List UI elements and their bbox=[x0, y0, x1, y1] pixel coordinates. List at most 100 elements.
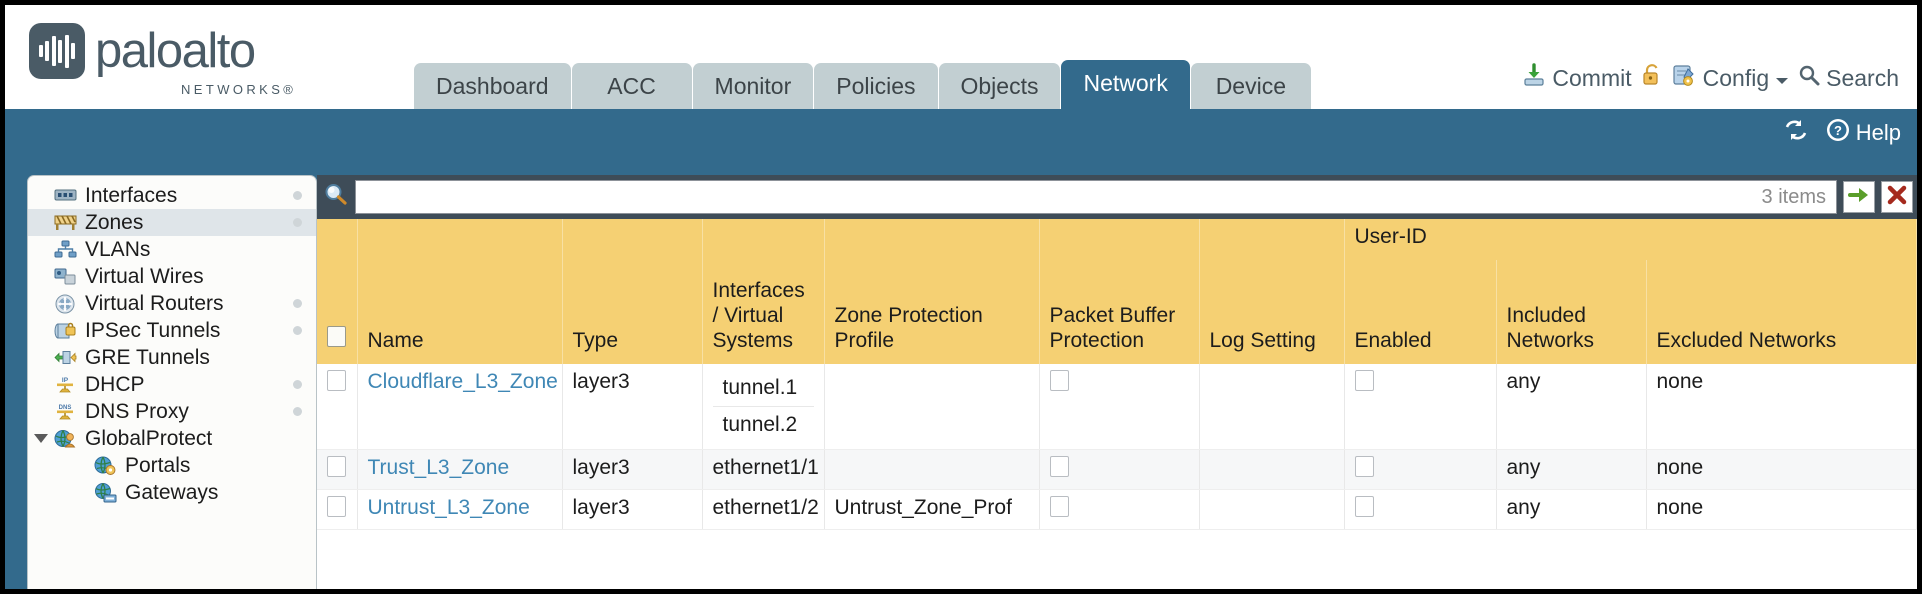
commit-download-icon bbox=[1522, 63, 1546, 93]
column-header-included-networks[interactable]: Included Networks bbox=[1496, 259, 1647, 364]
packet-buffer-protection-checkbox[interactable] bbox=[1049, 455, 1069, 477]
cell-excluded-networks: none bbox=[1646, 449, 1917, 490]
cell-excluded-networks: none bbox=[1646, 363, 1917, 450]
brand-name: paloalto bbox=[95, 23, 256, 78]
sidebar-item-gre-tunnels[interactable]: GRE Tunnels bbox=[28, 344, 316, 371]
search-input[interactable]: 3 items bbox=[355, 180, 1837, 214]
userid-enabled-checkbox[interactable] bbox=[1354, 369, 1374, 391]
sidebar-item-zones[interactable]: Zones bbox=[28, 209, 316, 236]
userid-enabled-checkbox[interactable] bbox=[1354, 495, 1374, 517]
sub-toolbar-tools: ? Help bbox=[1783, 117, 1901, 149]
cell-packet-buffer-protection bbox=[1039, 449, 1200, 490]
row-checkbox[interactable] bbox=[327, 495, 346, 517]
sidebar-item-dhcp[interactable]: IP DHCP bbox=[28, 371, 316, 398]
column-header-zone-protection-profile[interactable]: Zone Protection Profile bbox=[824, 259, 1040, 364]
zone-name-link[interactable]: Untrust_L3_Zone bbox=[367, 495, 530, 519]
commit-button[interactable]: Commit bbox=[1522, 63, 1632, 93]
tab-dashboard[interactable]: Dashboard bbox=[414, 63, 571, 109]
svg-text:?: ? bbox=[1834, 123, 1842, 138]
sidebar-item-portals[interactable]: Portals bbox=[28, 452, 316, 479]
gre-tunnels-icon bbox=[54, 348, 77, 368]
table-row[interactable]: Untrust_L3_Zone layer3 ethernet1/2 Untru… bbox=[317, 489, 1917, 530]
commit-label: Commit bbox=[1552, 64, 1632, 91]
column-header-interfaces[interactable]: Interfaces / Virtual Systems bbox=[702, 259, 825, 364]
search-magnifier-icon bbox=[1798, 64, 1820, 92]
packet-buffer-protection-checkbox[interactable] bbox=[1049, 495, 1069, 517]
cell-name: Trust_L3_Zone bbox=[357, 449, 563, 490]
vlans-icon bbox=[54, 240, 77, 260]
sidebar-item-globalprotect[interactable]: GlobalProtect bbox=[28, 425, 316, 452]
sidebar-item-virtual-routers[interactable]: Virtual Routers bbox=[28, 290, 316, 317]
zone-name-link[interactable]: Cloudflare_L3_Zone bbox=[367, 369, 558, 393]
cell-name: Untrust_L3_Zone bbox=[357, 489, 563, 530]
sidebar-status-dot bbox=[293, 191, 302, 200]
help-button[interactable]: ? Help bbox=[1825, 117, 1901, 149]
group-header-spacer bbox=[317, 219, 358, 260]
column-header-name[interactable]: Name bbox=[357, 259, 563, 364]
search-button[interactable]: Search bbox=[1798, 64, 1899, 92]
table-row[interactable]: Cloudflare_L3_Zone layer3 tunnel.1 tunne… bbox=[317, 363, 1917, 450]
tab-policies[interactable]: Policies bbox=[814, 63, 938, 109]
interfaces-icon bbox=[54, 186, 77, 206]
packet-buffer-protection-checkbox[interactable] bbox=[1049, 369, 1069, 391]
chevron-down-icon[interactable] bbox=[34, 434, 48, 443]
cell-log-setting bbox=[1199, 489, 1345, 530]
cell-included-networks: any bbox=[1496, 489, 1647, 530]
column-header-log-setting[interactable]: Log Setting bbox=[1199, 259, 1345, 364]
svg-text:IP: IP bbox=[62, 377, 69, 384]
sidebar-item-gateways[interactable]: Gateways bbox=[28, 479, 316, 506]
row-checkbox[interactable] bbox=[327, 455, 346, 477]
column-header-type[interactable]: Type bbox=[562, 259, 703, 364]
userid-enabled-checkbox[interactable] bbox=[1354, 455, 1374, 477]
cell-interfaces: tunnel.1 tunnel.2 bbox=[702, 363, 825, 450]
column-header-excluded-networks[interactable]: Excluded Networks bbox=[1646, 259, 1917, 364]
search-magnifier-icon[interactable] bbox=[323, 182, 349, 213]
sidebar-item-label: Interfaces bbox=[85, 183, 178, 207]
column-header-packet-buffer-protection[interactable]: Packet Buffer Protection bbox=[1039, 259, 1200, 364]
unlocked-padlock-icon[interactable] bbox=[1641, 63, 1663, 93]
column-header-userid-enabled[interactable]: Enabled bbox=[1344, 259, 1497, 364]
help-question-icon: ? bbox=[1825, 117, 1851, 149]
group-header-user-id: User-ID bbox=[1344, 219, 1917, 260]
cell-userid-enabled bbox=[1344, 489, 1497, 530]
sidebar-item-label: Gateways bbox=[125, 480, 219, 504]
table-header-row: Name Type Interfaces / Virtual Systems Z… bbox=[317, 259, 1917, 364]
refresh-icon[interactable] bbox=[1783, 118, 1809, 148]
zone-name-link[interactable]: Trust_L3_Zone bbox=[367, 455, 510, 479]
cell-log-setting bbox=[1199, 363, 1345, 450]
tab-objects[interactable]: Objects bbox=[938, 63, 1061, 109]
tab-network[interactable]: Network bbox=[1061, 60, 1190, 109]
svg-text:DNS: DNS bbox=[59, 405, 72, 411]
tab-monitor[interactable]: Monitor bbox=[692, 63, 814, 109]
filter-toolbar: 3 items bbox=[317, 175, 1917, 219]
group-header-spacer bbox=[702, 219, 825, 260]
apply-filter-button[interactable] bbox=[1843, 181, 1875, 213]
group-header-spacer bbox=[1039, 219, 1200, 260]
tab-acc[interactable]: ACC bbox=[571, 63, 692, 109]
sidebar-item-ipsec-tunnels[interactable]: IPSec Tunnels bbox=[28, 317, 316, 344]
sidebar-item-virtual-wires[interactable]: Virtual Wires bbox=[28, 263, 316, 290]
sidebar-item-interfaces[interactable]: Interfaces bbox=[28, 182, 316, 209]
config-menu-button[interactable]: Config bbox=[1672, 63, 1789, 93]
sidebar-item-label: DNS Proxy bbox=[85, 399, 189, 423]
clear-filter-button[interactable] bbox=[1881, 181, 1913, 213]
virtual-routers-icon bbox=[54, 294, 77, 314]
ipsec-tunnels-icon bbox=[54, 321, 77, 341]
search-label: Search bbox=[1826, 64, 1899, 91]
sidebar-item-vlans[interactable]: VLANs bbox=[28, 236, 316, 263]
cell-interfaces: ethernet1/2 bbox=[702, 489, 825, 530]
sidebar-status-dot bbox=[293, 380, 302, 389]
sidebar-item-label: Zones bbox=[85, 210, 144, 234]
select-all-checkbox[interactable] bbox=[327, 326, 346, 347]
sidebar-item-label: GRE Tunnels bbox=[85, 345, 210, 369]
brand-logo: paloalto bbox=[29, 23, 256, 79]
cell-packet-buffer-protection bbox=[1039, 363, 1200, 450]
cell-userid-enabled bbox=[1344, 363, 1497, 450]
tab-device[interactable]: Device bbox=[1190, 63, 1311, 109]
sidebar-item-label: Virtual Routers bbox=[85, 291, 224, 315]
interface-entry: tunnel.1 bbox=[722, 375, 798, 399]
row-checkbox[interactable] bbox=[327, 369, 346, 391]
zones-table: User-ID Name Type Interfaces / Virtual S… bbox=[317, 219, 1917, 530]
table-row[interactable]: Trust_L3_Zone layer3 ethernet1/1 any bbox=[317, 449, 1917, 490]
sidebar-item-dns-proxy[interactable]: DNS DNS Proxy bbox=[28, 398, 316, 425]
